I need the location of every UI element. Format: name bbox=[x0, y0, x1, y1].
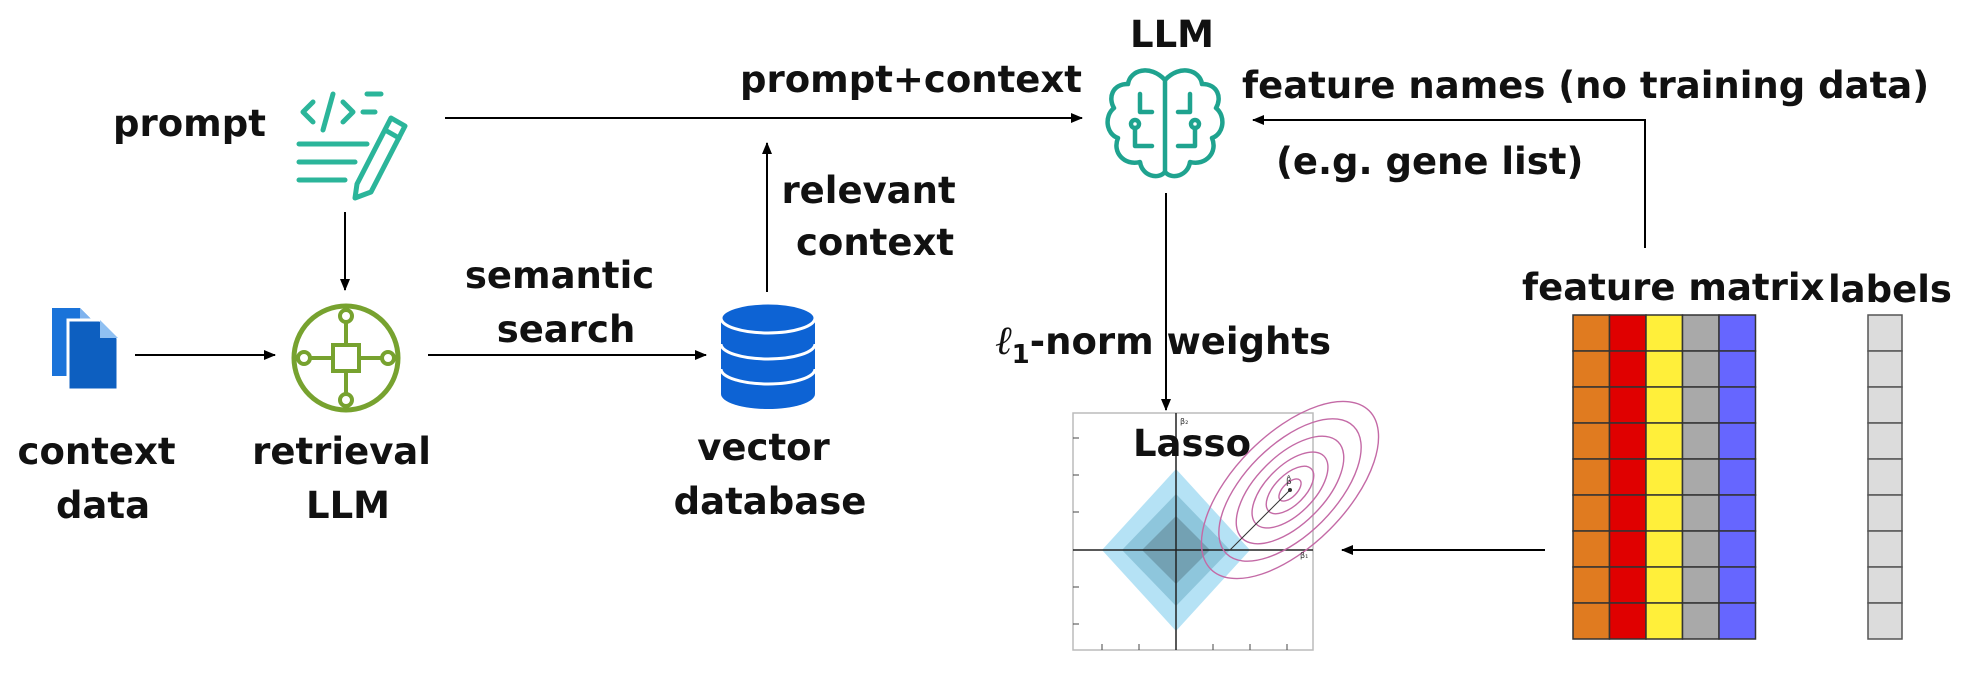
feature-matrix-cell bbox=[1718, 494, 1757, 532]
labels-vector-cell bbox=[1867, 566, 1903, 604]
feature-matrix-cell bbox=[1645, 422, 1684, 460]
arrow-features-to-llm bbox=[1252, 115, 1646, 248]
plot-axis-y-label: β₂ bbox=[1180, 417, 1188, 426]
feature-matrix-cell bbox=[1645, 494, 1684, 532]
feature-matrix-cell bbox=[1645, 530, 1684, 568]
llm-label: LLM bbox=[1130, 13, 1214, 56]
feature-matrix-cell bbox=[1608, 386, 1647, 424]
feature-matrix-cell bbox=[1718, 566, 1757, 604]
plot-axis-x-label: β₁ bbox=[1300, 551, 1308, 560]
labels-vector-cell bbox=[1867, 494, 1903, 532]
labels-vector-grid bbox=[1867, 314, 1903, 640]
feature-matrix-cell bbox=[1572, 602, 1611, 640]
feature-matrix-label: feature matrix bbox=[1522, 266, 1825, 309]
retrieval-network-icon bbox=[291, 303, 401, 413]
feature-matrix-cell bbox=[1681, 458, 1720, 496]
feature-matrix-cell bbox=[1645, 458, 1684, 496]
feature-example-label: (e.g. gene list) bbox=[1276, 140, 1583, 183]
labels-vector-cell bbox=[1867, 350, 1903, 388]
feature-matrix-cell bbox=[1608, 422, 1647, 460]
vector-database-label: vector database bbox=[674, 426, 867, 523]
feature-matrix-cell bbox=[1718, 530, 1757, 568]
labels-vector-cell bbox=[1867, 530, 1903, 568]
feature-matrix-cell bbox=[1718, 314, 1757, 352]
feature-matrix-cell bbox=[1572, 494, 1611, 532]
labels-vector-cell bbox=[1867, 602, 1903, 640]
labels-label: labels bbox=[1828, 268, 1952, 311]
feature-matrix-cell bbox=[1608, 566, 1647, 604]
l1-norm-weights-label: ℓ1-norm weights bbox=[995, 318, 1331, 370]
plot-ticks bbox=[1073, 437, 1288, 650]
feature-matrix-cell bbox=[1645, 566, 1684, 604]
feature-matrix-cell bbox=[1572, 422, 1611, 460]
feature-matrix-cell bbox=[1681, 314, 1720, 352]
database-cylinder-icon bbox=[719, 301, 817, 409]
feature-matrix-cell bbox=[1681, 494, 1720, 532]
lasso-label: Lasso bbox=[1133, 422, 1251, 465]
prompt-label: prompt bbox=[113, 102, 266, 145]
labels-vector-cell bbox=[1867, 422, 1903, 460]
feature-matrix-cell bbox=[1608, 314, 1647, 352]
solution-path bbox=[1229, 489, 1291, 551]
feature-matrix-cell bbox=[1718, 602, 1757, 640]
solution-point bbox=[1288, 488, 1292, 492]
feature-matrix-cell bbox=[1572, 566, 1611, 604]
feature-matrix-cell bbox=[1681, 530, 1720, 568]
feature-matrix-cell bbox=[1572, 314, 1611, 352]
feature-matrix-cell bbox=[1608, 494, 1647, 532]
code-document-pencil-icon bbox=[296, 91, 408, 201]
feature-names-label: feature names (no training data) bbox=[1242, 64, 1929, 107]
retrieval-llm-label: retrieval LLM bbox=[252, 430, 444, 527]
labels-vector-cell bbox=[1867, 458, 1903, 496]
context-data-label: context data bbox=[18, 430, 189, 527]
prompt-context-label: prompt+context bbox=[740, 58, 1082, 101]
feature-matrix-cell bbox=[1681, 566, 1720, 604]
feature-matrix-cell bbox=[1681, 350, 1720, 388]
feature-matrix-cell bbox=[1608, 602, 1647, 640]
feature-matrix-cell bbox=[1681, 602, 1720, 640]
feature-matrix-cell bbox=[1608, 350, 1647, 388]
feature-matrix-cell bbox=[1645, 386, 1684, 424]
lasso-plot: β̂ β₂ β₁ Lasso bbox=[1072, 400, 1380, 651]
feature-matrix-cell bbox=[1718, 350, 1757, 388]
feature-matrix-grid bbox=[1572, 314, 1757, 640]
feature-matrix-cell bbox=[1681, 386, 1720, 424]
brain-circuit-icon bbox=[1105, 68, 1225, 179]
feature-matrix-cell bbox=[1645, 350, 1684, 388]
feature-matrix-cell bbox=[1718, 386, 1757, 424]
feature-matrix-cell bbox=[1645, 314, 1684, 352]
feature-matrix-cell bbox=[1681, 422, 1720, 460]
feature-matrix-cell bbox=[1718, 422, 1757, 460]
feature-matrix-cell bbox=[1645, 602, 1684, 640]
labels-vector-cell bbox=[1867, 314, 1903, 352]
feature-matrix-cell bbox=[1608, 458, 1647, 496]
labels-vector-cell bbox=[1867, 386, 1903, 424]
feature-matrix-cell bbox=[1718, 458, 1757, 496]
feature-matrix-cell bbox=[1572, 458, 1611, 496]
feature-matrix-cell bbox=[1608, 530, 1647, 568]
feature-matrix-cell bbox=[1572, 530, 1611, 568]
relevant-context-label: relevant context bbox=[781, 169, 968, 264]
semantic-search-label: semantic search bbox=[465, 254, 667, 351]
feature-matrix-cell bbox=[1572, 386, 1611, 424]
plot-point-label: β̂ bbox=[1286, 474, 1292, 487]
documents-icon bbox=[52, 308, 120, 392]
feature-matrix-cell bbox=[1572, 350, 1611, 388]
